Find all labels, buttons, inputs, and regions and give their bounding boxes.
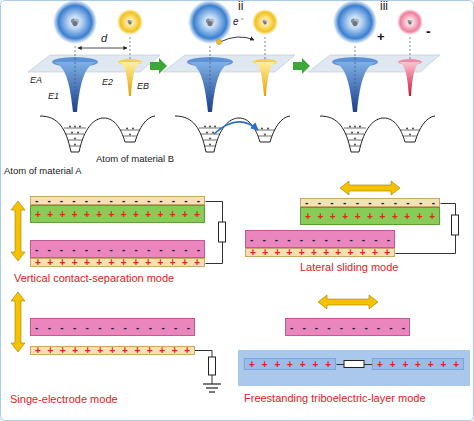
tribo-layer: - - - - - - - - - - - -: [245, 230, 395, 248]
atom-b: [117, 9, 143, 35]
distance-arrow: [78, 48, 127, 49]
energy-label: EB: [137, 82, 149, 92]
electrode-layer: + + + + + + + + + + + + + +: [30, 258, 205, 267]
charge-signs: + + + + + + +: [245, 359, 335, 370]
resistor-symbol: [209, 357, 216, 375]
potential-wells: [163, 37, 295, 152]
atom-label: Atom of material B: [96, 154, 174, 164]
well-b: [398, 59, 422, 96]
potential-wells: [28, 37, 160, 152]
charge-signs: + + + + + + +: [373, 359, 463, 370]
charge-signs: - - - - - - - - - - -: [301, 199, 439, 207]
panel-number: iii: [380, 0, 388, 13]
charge-signs: + + + + + + + + + + + +: [246, 249, 394, 257]
energy-label: E2: [102, 78, 113, 88]
ground-symbol: [203, 384, 221, 392]
charge-signs: + + + + + + + + + + + + + +: [31, 206, 204, 223]
tribo-layer: - - - - - - - - - - - - - -: [30, 240, 205, 258]
charge-signs: + + + + + + + + + + +: [301, 208, 439, 225]
panel-i: [28, 0, 160, 152]
motion-arrow: [11, 292, 25, 352]
well-b: [253, 59, 277, 96]
energy-label: E1: [48, 92, 59, 102]
atom-b: [252, 9, 278, 35]
charge-signs: - - - - - - - - - -: [286, 319, 409, 336]
mode-caption: Singe-electrode mode: [10, 393, 118, 405]
tribo-layer: + + + + + + + + + + +: [300, 207, 440, 225]
charge-signs: + + + + + + + + + + + + + +: [31, 259, 204, 267]
mode-caption: Lateral sliding mode: [300, 261, 398, 273]
charge-signs: + + + + + + + + + + + + +: [31, 347, 194, 355]
charge-signs: - - - - - - - - - - - - - -: [31, 197, 204, 205]
atom-b: [397, 9, 423, 35]
electrode-layer: - - - - - - - - - - -: [300, 198, 440, 207]
electron-label: e⁻: [233, 16, 242, 27]
electrode-layer: + + + + + + +: [244, 358, 336, 370]
panel-ii: [163, 0, 295, 152]
motion-arrow: [11, 201, 25, 261]
panel-iii: [308, 0, 440, 152]
electron-arrow: [220, 37, 254, 42]
motion-arrow: [318, 295, 378, 309]
electrode-layer: + + + + + + + + + + + + +: [30, 346, 195, 355]
mode-caption: Vertical contact-separation mode: [14, 272, 174, 284]
tribo-layer: - - - - - - - - - - - - -: [30, 318, 195, 336]
tribo-layer: - - - - - - - - - -: [285, 318, 410, 336]
charge-signs: - - - - - - - - - - - - - -: [31, 241, 204, 258]
atom-label: Atom of material A: [4, 166, 82, 176]
electrode-layer: + + + + + + +: [372, 358, 464, 370]
atom-a: [333, 0, 377, 44]
resistor-symbol: [219, 222, 226, 242]
charge-sign: -: [426, 24, 431, 39]
electrode-layer: + + + + + + + + + + + +: [245, 248, 395, 257]
charge-signs: - - - - - - - - - - - -: [246, 231, 394, 248]
resistor-symbol: [452, 215, 459, 235]
transfer-arrow: [214, 122, 258, 134]
electron: [217, 40, 222, 45]
atom-a: [53, 0, 97, 44]
resistor-symbol: [344, 361, 364, 368]
tribo-layer: + + + + + + + + + + + + + +: [30, 205, 205, 223]
panel-number: ii: [238, 0, 243, 13]
charge-sign: +: [377, 30, 385, 44]
energy-label: EA: [30, 76, 42, 86]
electrode-layer: - - - - - - - - - - - - - -: [30, 196, 205, 205]
motion-arrow: [340, 181, 400, 195]
charge-signs: - - - - - - - - - - - - -: [31, 319, 194, 336]
mode-caption: Freestanding triboelectric-layer mode: [244, 392, 426, 404]
step-arrow: [293, 58, 310, 74]
potential-wells: [308, 37, 440, 152]
atom-a: [188, 0, 232, 44]
distance-label: d: [101, 32, 107, 44]
conductor-band: [238, 350, 470, 386]
